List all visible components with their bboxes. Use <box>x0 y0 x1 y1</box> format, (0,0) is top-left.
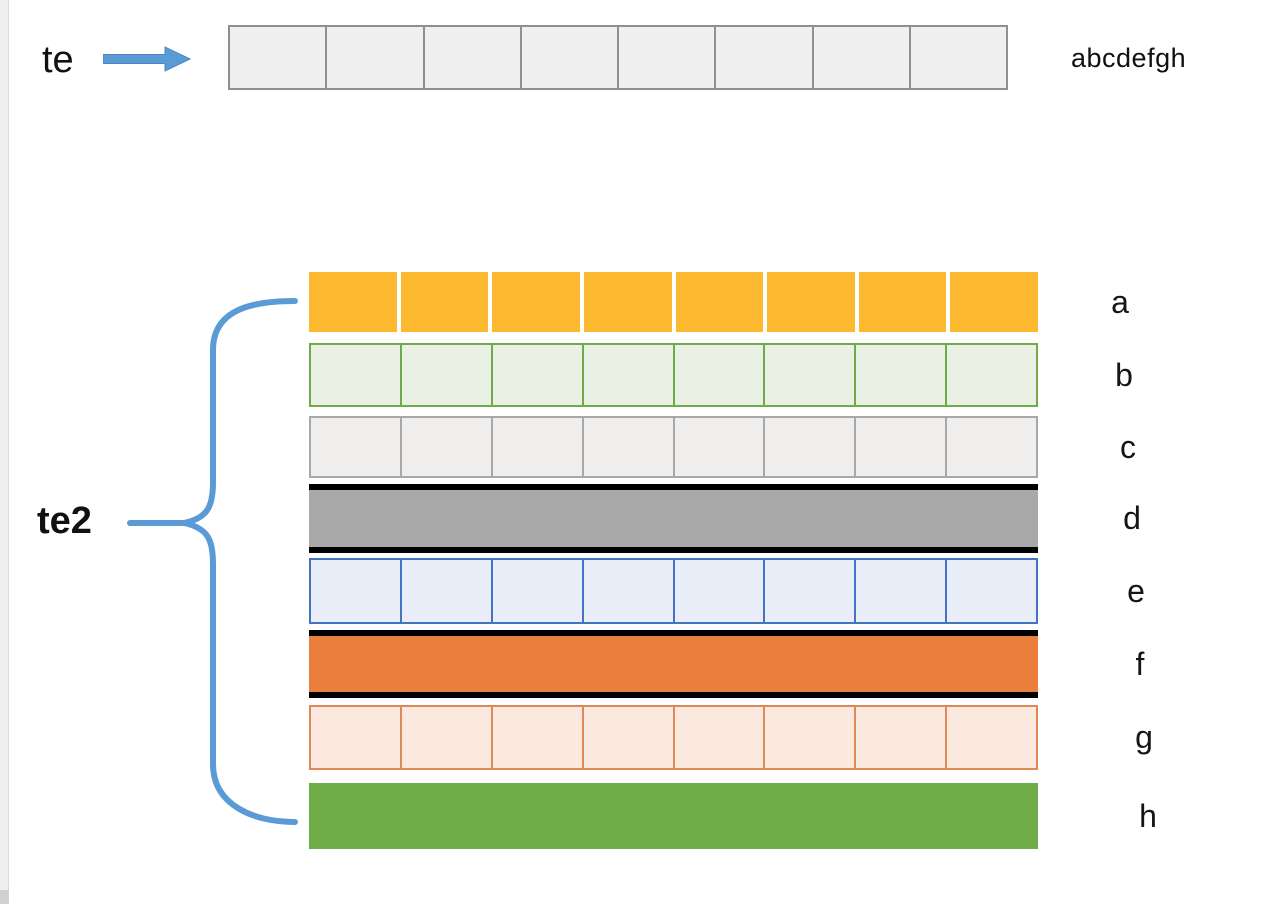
bar-a-cell <box>583 272 672 332</box>
bar-b-cell <box>763 345 854 405</box>
row-label-c: c <box>1120 428 1136 465</box>
bar-row-g: g <box>309 705 1153 770</box>
bar-a <box>309 272 1038 332</box>
bar-c-cell <box>672 418 764 476</box>
bar-b-cell <box>945 345 1036 405</box>
bar-a-cell <box>950 272 1038 332</box>
row-label-h: h <box>1139 797 1157 834</box>
bar-c-cell <box>311 418 400 476</box>
bar-g-cell <box>581 707 673 768</box>
bar-b-cell <box>311 345 400 405</box>
row-label-f: f <box>1135 645 1145 682</box>
bar-e-cell <box>854 560 945 622</box>
bar-a-cell <box>675 272 764 332</box>
bar-f <box>309 630 1038 698</box>
left-scrollbar-thumb[interactable] <box>0 890 9 904</box>
byte-cell <box>617 27 714 88</box>
bar-g-cell <box>945 707 1036 768</box>
bar-c-cell <box>945 418 1036 476</box>
byte-cell <box>422 27 520 88</box>
byte-cell <box>811 27 909 88</box>
bar-b-cell <box>581 345 673 405</box>
bar-row-b: b <box>309 343 1133 407</box>
bar-g-cell <box>854 707 945 768</box>
bar-c-cell <box>854 418 945 476</box>
byte-cell <box>325 27 422 88</box>
bar-b-cell <box>490 345 582 405</box>
bar-h <box>309 783 1038 849</box>
bar-e-cell <box>763 560 854 622</box>
bar-c <box>309 416 1038 478</box>
curly-brace-path <box>181 298 298 825</box>
row-label-d: d <box>1123 500 1141 536</box>
bar-e-cell <box>490 560 582 622</box>
bar-b <box>309 343 1038 407</box>
byte-cell <box>908 27 1006 88</box>
bar-a-cell <box>767 272 855 332</box>
byte-cell <box>714 27 811 88</box>
bar-b-cell <box>672 345 764 405</box>
bar-e-cell <box>399 560 491 622</box>
bar-g-cell <box>490 707 582 768</box>
bar-row-e: e <box>309 558 1145 624</box>
byte-row-output-label: abcdefgh <box>1071 43 1187 73</box>
row-label-e: e <box>1127 572 1145 609</box>
row-label-a: a <box>1111 283 1129 320</box>
right-arrow-icon <box>103 46 191 72</box>
right-arrow-shape <box>103 46 191 72</box>
bar-a-cell <box>309 272 397 332</box>
te2-label: te2 <box>37 500 92 542</box>
bar-d <box>309 484 1038 553</box>
byte-cell <box>519 27 617 88</box>
bar-a-cell <box>492 272 580 332</box>
bar-c-cell <box>581 418 673 476</box>
bar-e-cell <box>945 560 1036 622</box>
bar-e-cell <box>311 560 400 622</box>
bar-row-a: a <box>309 272 1129 332</box>
bar-g-cell <box>763 707 854 768</box>
bar-g <box>309 705 1038 770</box>
bar-g-cell <box>672 707 764 768</box>
bar-e-cell <box>672 560 764 622</box>
bar-c-cell <box>399 418 491 476</box>
bar-c-cell <box>763 418 854 476</box>
bar-b-cell <box>399 345 491 405</box>
byte-row <box>228 25 1008 90</box>
bar-b-cell <box>854 345 945 405</box>
bar-e <box>309 558 1038 624</box>
bar-c-cell <box>490 418 582 476</box>
bar-g-cell <box>399 707 491 768</box>
bar-row-c: c <box>309 416 1136 478</box>
byte-cell <box>230 27 325 88</box>
bar-row-d: d <box>309 484 1141 553</box>
bar-e-cell <box>581 560 673 622</box>
left-scrollbar-track[interactable] <box>0 0 9 904</box>
bar-row-h: h <box>309 783 1157 849</box>
te-label: te <box>42 39 74 81</box>
bar-g-cell <box>311 707 400 768</box>
curly-brace-icon <box>127 298 298 825</box>
row-label-g: g <box>1135 719 1153 755</box>
bar-row-f: f <box>309 630 1144 698</box>
row-label-b: b <box>1115 356 1133 393</box>
bar-a-cell <box>858 272 947 332</box>
bar-a-cell <box>400 272 489 332</box>
